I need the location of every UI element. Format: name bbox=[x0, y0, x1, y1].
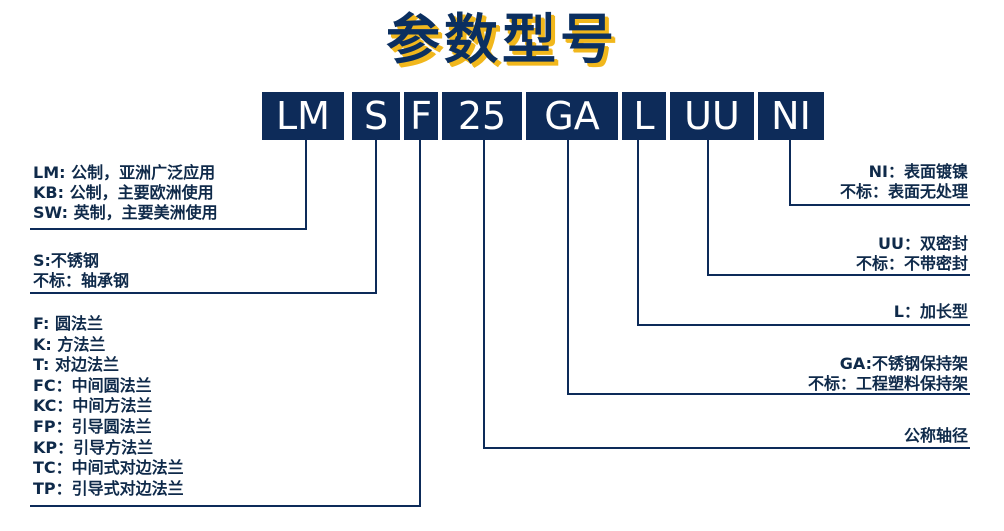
label-line: TC：中间式对边法兰 bbox=[33, 458, 184, 478]
label-group-d: 公称轴径 bbox=[904, 426, 968, 446]
label-line: FC：中间圆法兰 bbox=[33, 375, 152, 395]
label-group-uu: UU：双密封 不标：不带密封 bbox=[856, 234, 968, 274]
label-line: 不标：轴承钢 bbox=[33, 271, 130, 290]
label-group-ni: NI：表面镀镍 不标：表面无处理 bbox=[840, 162, 968, 202]
connector-lm bbox=[30, 140, 307, 230]
connector-ni bbox=[789, 140, 970, 206]
label-line: LM: 公制，亚洲广泛应用 bbox=[33, 163, 216, 182]
connector-l bbox=[637, 140, 970, 326]
label-line: SW: 英制，主要美洲使用 bbox=[33, 203, 218, 222]
label-line: 不标：表面无处理 bbox=[839, 182, 968, 201]
label-line: GA:不锈钢保持架 bbox=[839, 354, 968, 373]
label-line: KC：中间方法兰 bbox=[33, 396, 153, 416]
label-line: FP：引导圆法兰 bbox=[33, 416, 152, 436]
label-line: 不标：不带密封 bbox=[855, 254, 968, 273]
code-box-uu: UU bbox=[670, 92, 754, 140]
label-line: F: 圆法兰 bbox=[33, 314, 104, 333]
connector-f bbox=[30, 140, 421, 507]
label-group-l: L：加长型 bbox=[894, 302, 968, 322]
label-line: S:不锈钢 bbox=[33, 251, 99, 270]
connector-25 bbox=[483, 140, 970, 449]
code-box-25: 25 bbox=[442, 92, 522, 140]
page-title: 参数型号 bbox=[386, 8, 618, 71]
label-line: 公称轴径 bbox=[903, 426, 968, 445]
label-group-ga: GA:不锈钢保持架 不标：工程塑料保持架 bbox=[808, 354, 968, 394]
label-group-lm: LM: 公制，亚洲广泛应用 KB: 公制，主要欧洲使用 SW: 英制，主要美洲使… bbox=[33, 163, 218, 223]
label-line: TP：引导式对边法兰 bbox=[33, 478, 184, 498]
connector-ga bbox=[567, 140, 970, 395]
code-box-ga: GA bbox=[526, 92, 618, 140]
label-line: KP：引导方法兰 bbox=[33, 437, 154, 457]
label-line: UU：双密封 bbox=[878, 234, 968, 253]
label-group-s: S:不锈钢 不标：轴承钢 bbox=[33, 251, 129, 291]
code-box-l: L bbox=[622, 92, 666, 140]
label-line: L：加长型 bbox=[893, 302, 968, 321]
label-line: KB: 公制，主要欧洲使用 bbox=[33, 183, 214, 202]
label-line: NI：表面镀镍 bbox=[868, 162, 968, 181]
code-box-lm: LM bbox=[262, 92, 344, 140]
connector-s bbox=[30, 140, 377, 294]
label-line: 不标：工程塑料保持架 bbox=[807, 374, 968, 393]
connector-uu bbox=[707, 140, 970, 276]
label-line: K: 方法兰 bbox=[33, 334, 106, 354]
code-box-f: F bbox=[404, 92, 438, 140]
label-group-f: F: 圆法兰 K: 方法兰 T: 对边法兰 FC：中间圆法兰 KC：中间方法兰 … bbox=[33, 314, 184, 499]
code-box-s: S bbox=[352, 92, 400, 140]
code-box-ni: NI bbox=[758, 92, 824, 140]
label-line: T: 对边法兰 bbox=[33, 355, 120, 375]
